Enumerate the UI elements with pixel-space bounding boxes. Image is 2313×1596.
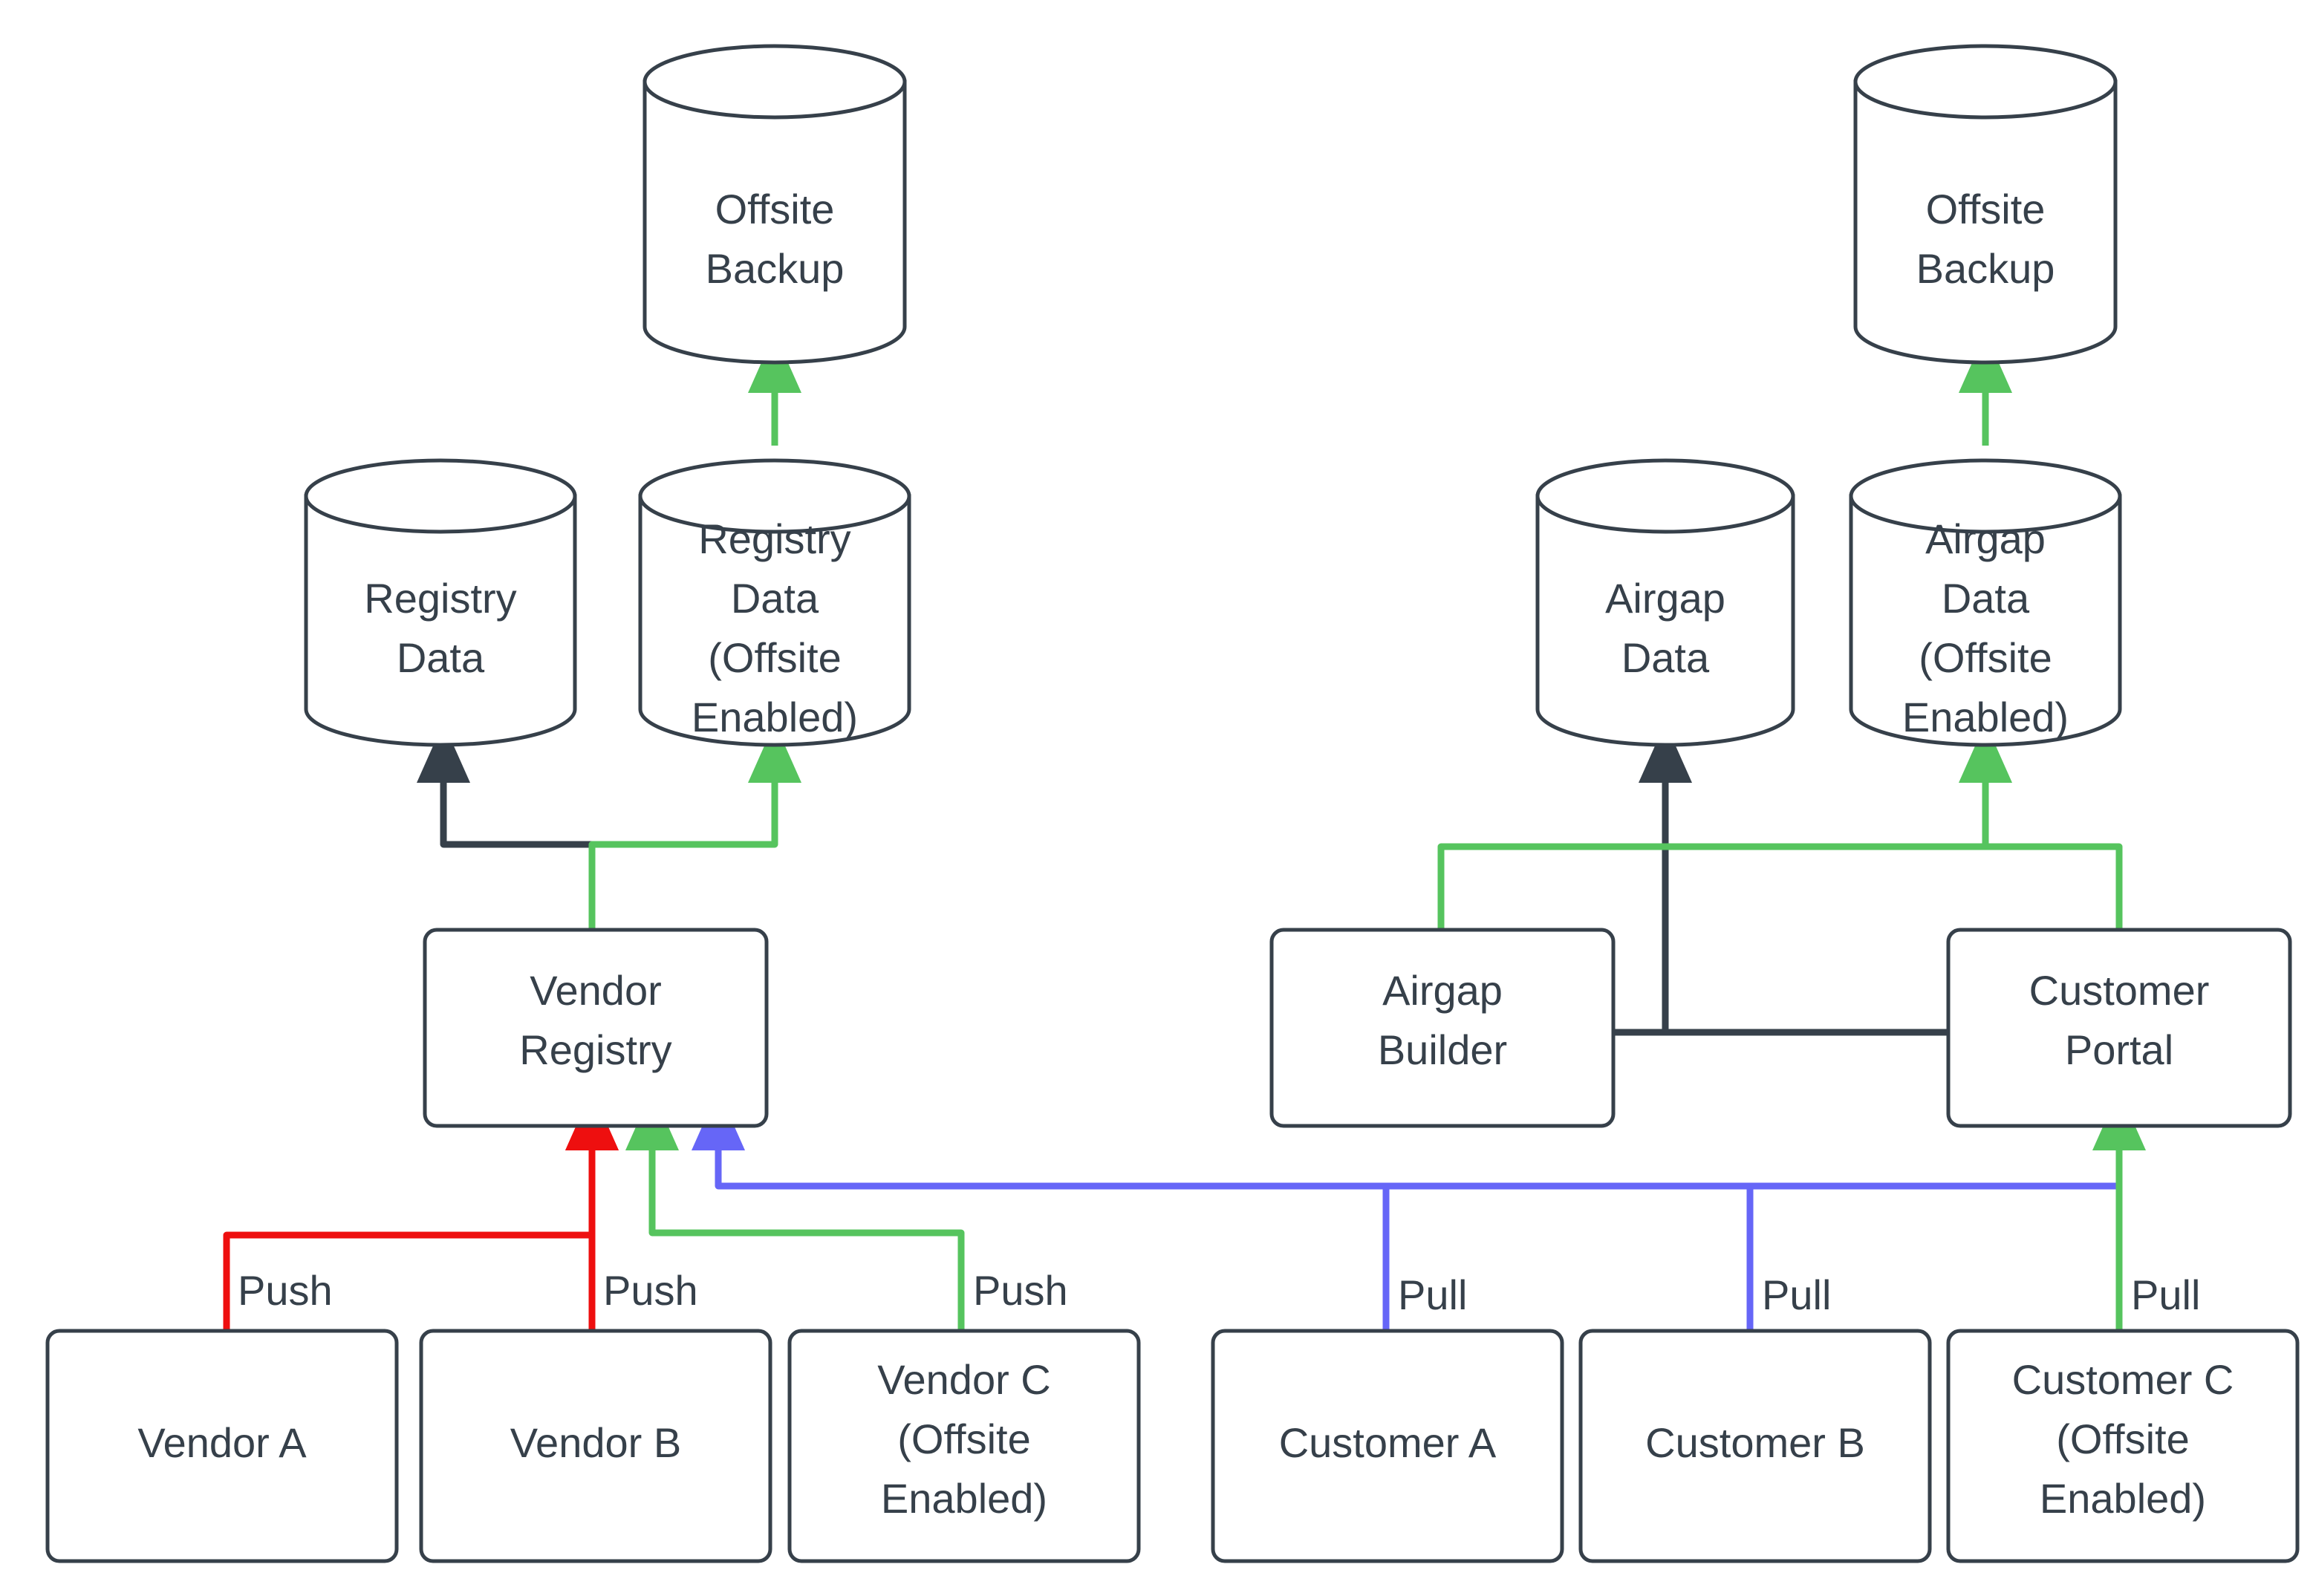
node-label: Airgap	[1605, 575, 1725, 622]
node-label: Enabled)	[1902, 694, 2069, 740]
edge-customer-portal-to-airgap-data-offsite	[1985, 843, 2123, 928]
node-label: Registry	[364, 575, 516, 622]
node-label: Airgap	[1925, 515, 2046, 562]
node-label: Customer B	[1645, 1419, 1865, 1466]
node-offsite-backup-right[interactable]: Offsite Backup	[1853, 44, 2118, 365]
node-label: (Offsite	[708, 634, 841, 681]
node-customer-portal[interactable]: Customer Portal	[1946, 928, 2292, 1128]
node-vendor-a[interactable]: Vendor A	[45, 1329, 399, 1563]
node-label: Registry	[698, 515, 850, 562]
node-vendor-b[interactable]: Vendor B	[419, 1329, 772, 1563]
node-label: Backup	[1916, 245, 2055, 292]
node-label: Vendor B	[510, 1419, 681, 1466]
node-label: Enabled)	[881, 1475, 1047, 1522]
node-customer-b[interactable]: Customer B	[1578, 1329, 1932, 1563]
edge-label-pull-b: Pull	[1762, 1271, 1831, 1318]
node-label: Data	[731, 575, 819, 622]
node-vendor-registry[interactable]: Vendor Registry	[423, 928, 769, 1128]
node-offsite-backup-left[interactable]: Offsite Backup	[642, 44, 907, 365]
node-label: Customer A	[1279, 1419, 1497, 1466]
node-label: Data	[1621, 634, 1710, 681]
edge-customer-b-to-vendor-registry	[743, 1182, 1754, 1329]
edge-vendor-c-to-vendor-registry	[625, 1090, 965, 1329]
node-label: Customer	[2029, 967, 2210, 1014]
edge-vendor-registry-to-registry-data-offsite	[588, 723, 801, 928]
node-label: Portal	[2065, 1026, 2173, 1073]
node-vendor-c[interactable]: Vendor C (Offsite Enabled)	[787, 1329, 1141, 1563]
edge-vendor-registry-to-registry-data	[417, 723, 592, 848]
node-label: Enabled)	[692, 694, 858, 740]
edge-label-pull-c: Pull	[2131, 1271, 2200, 1318]
node-label: Data	[397, 634, 485, 681]
node-customer-a[interactable]: Customer A	[1211, 1329, 1564, 1563]
edge-label-push-b: Push	[603, 1267, 698, 1314]
node-label: Builder	[1378, 1026, 1507, 1073]
node-registry-data-offsite[interactable]: Registry Data (Offsite Enabled)	[638, 458, 911, 747]
node-label: Airgap	[1382, 967, 1503, 1014]
edge-airgap-builder-to-airgap-data-offsite	[1437, 843, 1985, 928]
node-label: Vendor A	[137, 1419, 307, 1466]
node-label: Vendor	[530, 967, 662, 1014]
edge-label-pull-a: Pull	[1398, 1271, 1467, 1318]
node-label: (Offsite	[897, 1416, 1030, 1462]
node-label: Vendor C	[877, 1356, 1051, 1403]
node-label: (Offsite	[1919, 634, 2052, 681]
node-airgap-builder[interactable]: Airgap Builder	[1269, 928, 1616, 1128]
node-label: Data	[1942, 575, 2030, 622]
node-airgap-data[interactable]: Airgap Data	[1535, 458, 1795, 747]
node-registry-data[interactable]: Registry Data	[304, 458, 577, 747]
edge-label-push-c: Push	[973, 1267, 1068, 1314]
node-label: Offsite	[1926, 186, 2046, 232]
node-label: Enabled)	[2040, 1475, 2206, 1522]
edge-label-push-a: Push	[238, 1267, 333, 1314]
node-label: Customer C	[2012, 1356, 2234, 1403]
node-airgap-data-offsite[interactable]: Airgap Data (Offsite Enabled)	[1849, 458, 2122, 747]
node-customer-c[interactable]: Customer C (Offsite Enabled)	[1946, 1329, 2300, 1563]
node-label: Backup	[706, 245, 845, 292]
node-label: Registry	[519, 1026, 671, 1073]
node-label: (Offsite	[2056, 1416, 2189, 1462]
node-label: Offsite	[715, 186, 835, 232]
